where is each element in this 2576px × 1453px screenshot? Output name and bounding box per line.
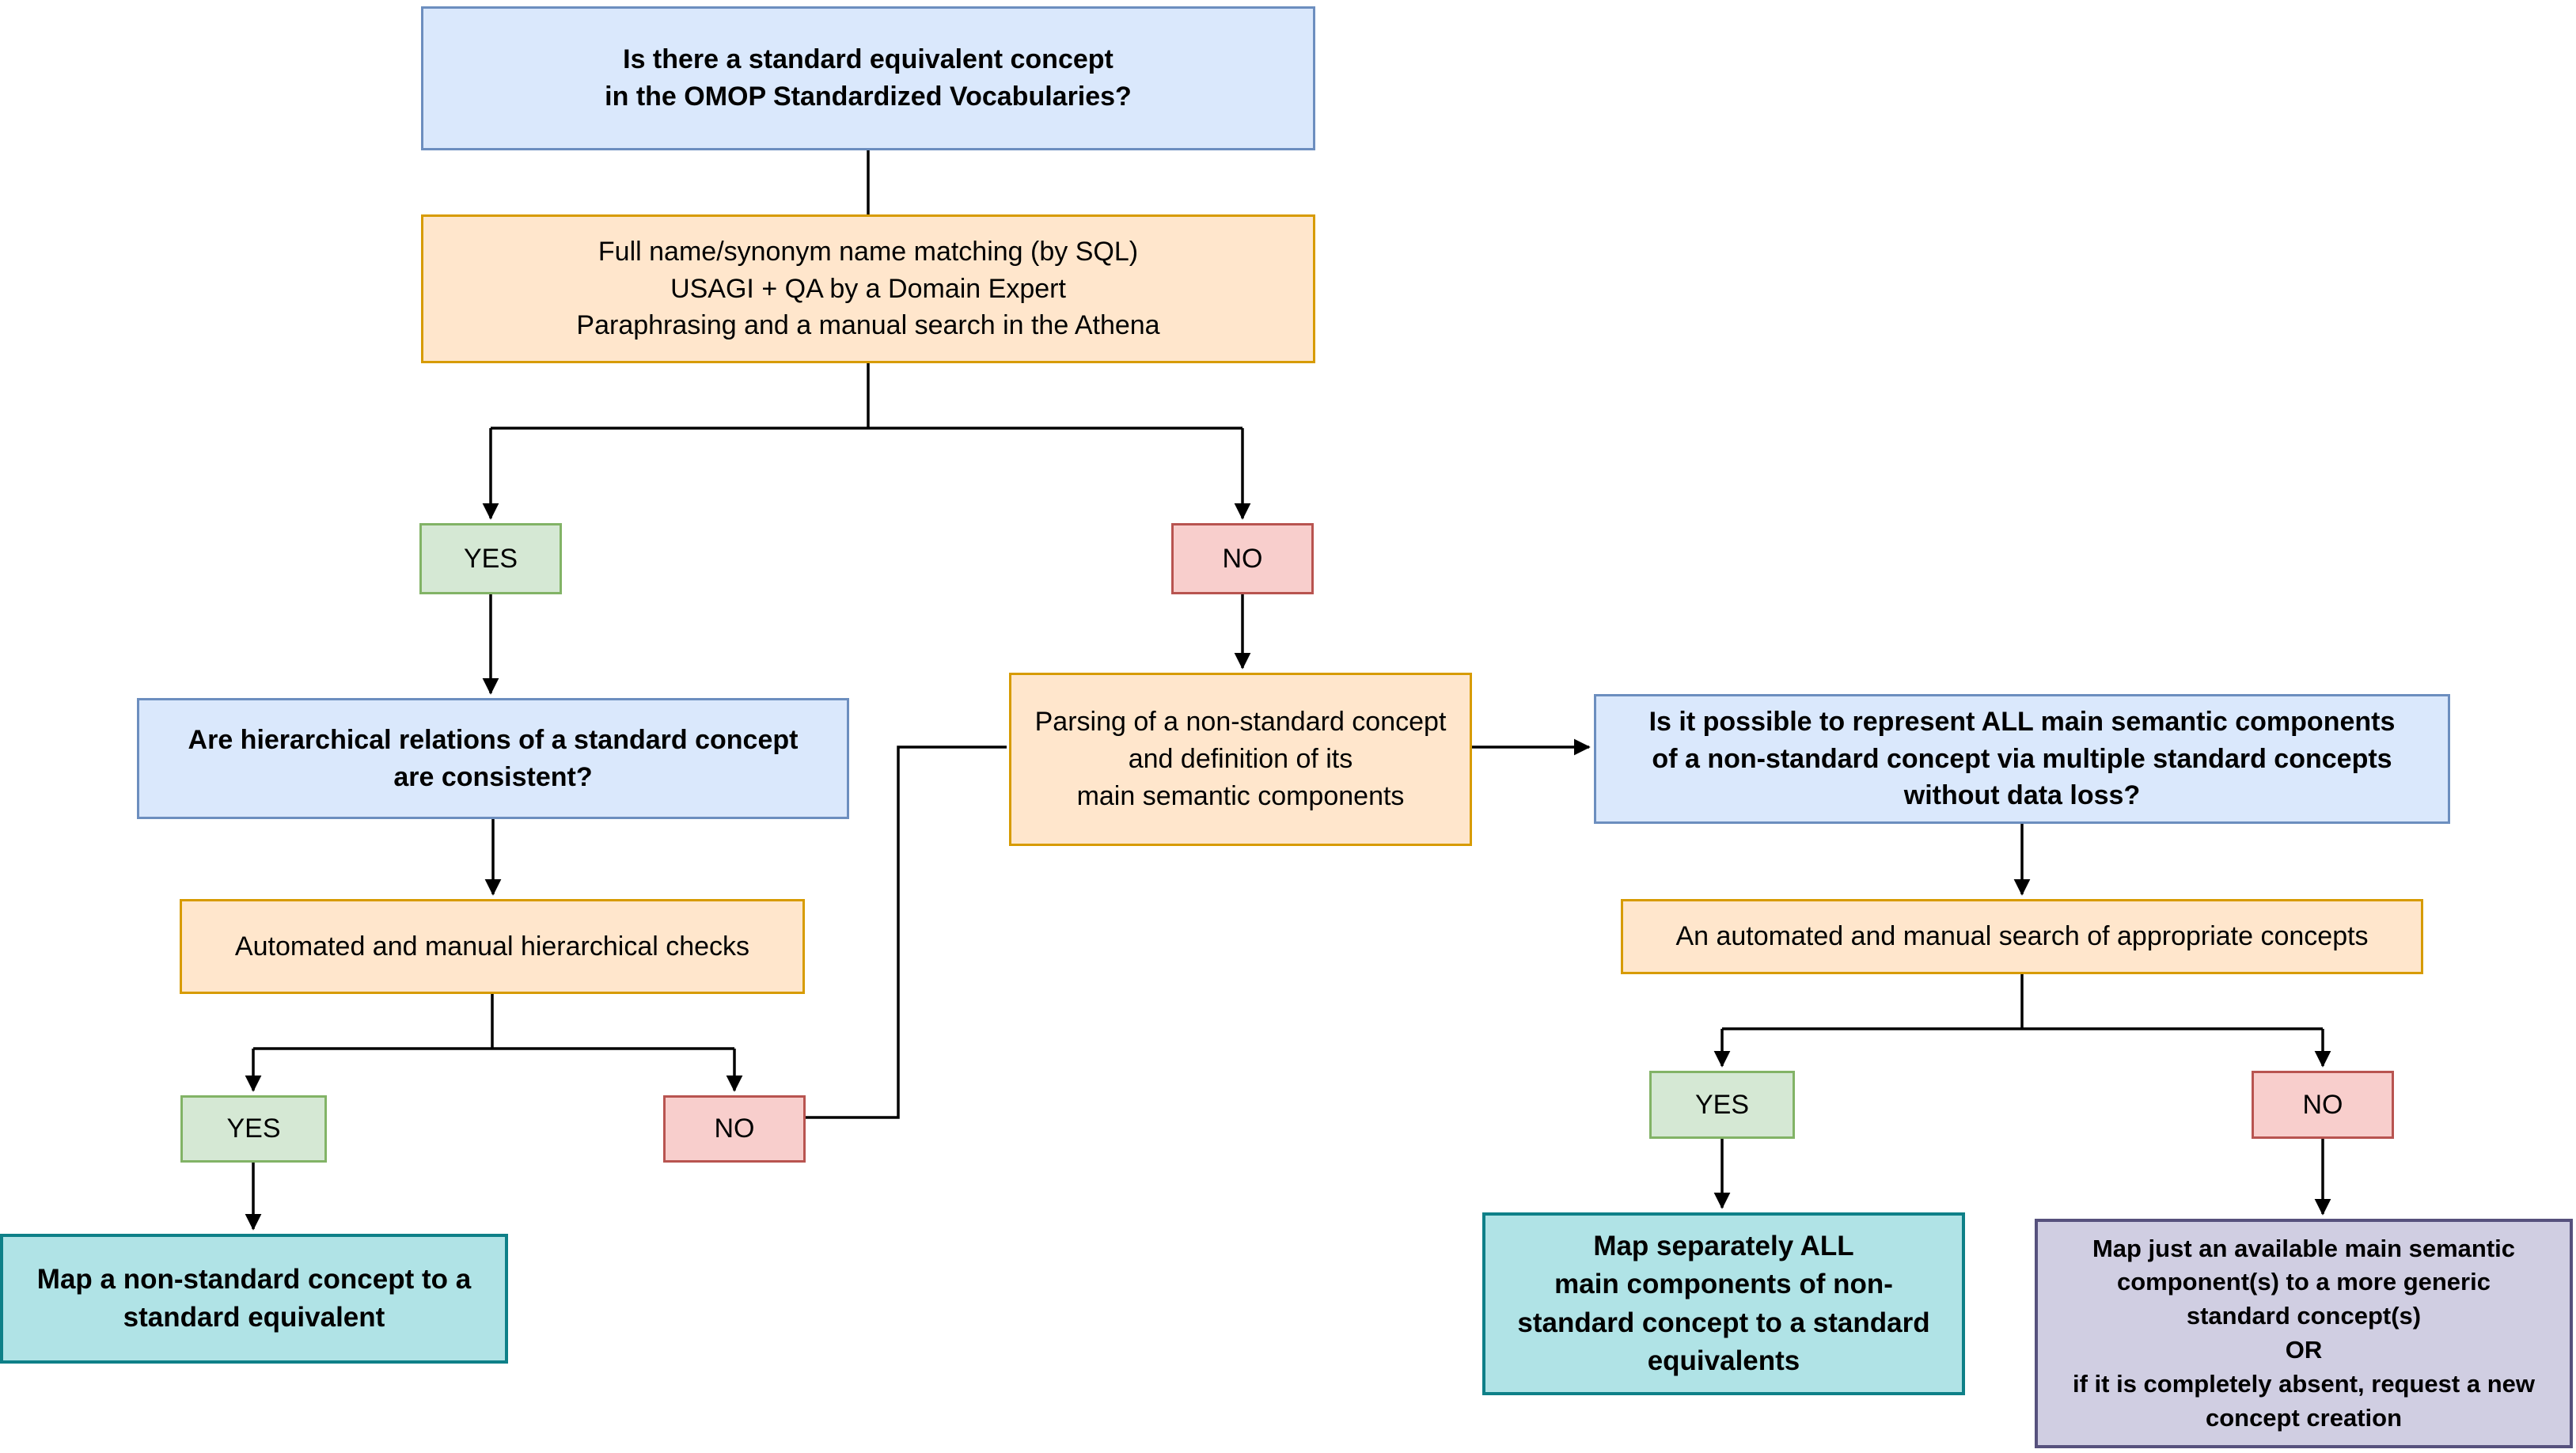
edge-no2-to-parsing-elbow [806,745,1007,1119]
node-outcome-map-all-main-components: Map separately ALL main components of no… [1482,1212,1965,1395]
node-question-hierarchical-relations: Are hierarchical relations of a standard… [137,698,849,819]
node-process-parsing-non-standard: Parsing of a non-standard concept and de… [1009,673,1472,846]
node-process-search-appropriate-concepts: An automated and manual search of approp… [1621,899,2423,974]
node-decision3-yes: YES [1649,1071,1795,1139]
node-decision1-no: NO [1171,523,1314,594]
node-process-matching-methods: Full name/synonym name matching (by SQL)… [421,214,1315,363]
node-question-represent-all-components: Is it possible to represent ALL main sem… [1594,694,2450,824]
node-decision3-no: NO [2252,1071,2394,1139]
node-process-hierarchical-checks: Automated and manual hierarchical checks [180,899,805,994]
node-outcome-map-to-standard-equivalent: Map a non-standard concept to a standard… [0,1234,508,1364]
node-decision2-yes: YES [180,1095,327,1163]
node-decision1-yes: YES [419,523,562,594]
node-decision2-no: NO [663,1095,806,1163]
node-question-standard-equivalent: Is there a standard equivalent concept i… [421,6,1315,150]
node-outcome-map-generic-or-new-concept: Map just an available main semantic comp… [2035,1219,2573,1448]
